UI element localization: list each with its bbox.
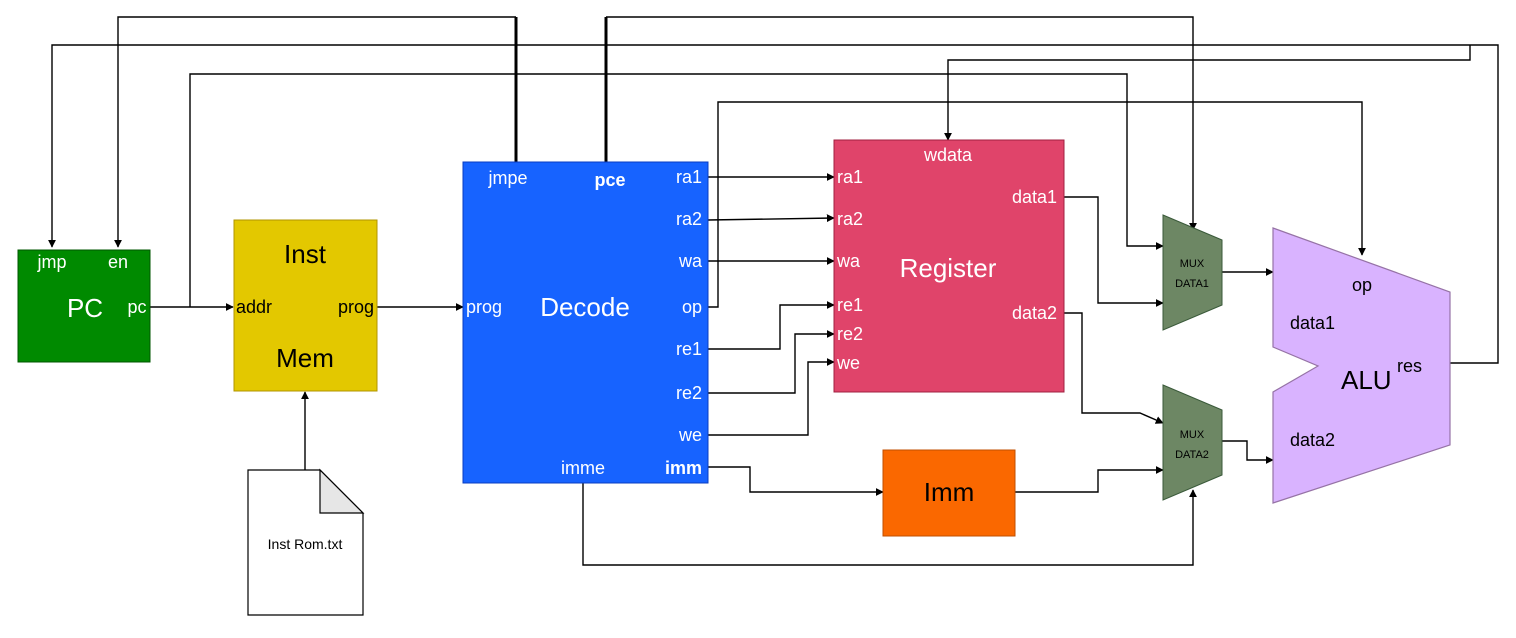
- mux-data1-shape: [1162, 214, 1223, 331]
- decode-port-jmpe: jmpe: [487, 168, 527, 188]
- decode-port-re1: re1: [676, 339, 702, 359]
- pc-port-jmp: jmp: [36, 252, 66, 272]
- pc-port-pc: pc: [127, 297, 146, 317]
- mux-data2-label2: DATA2: [1175, 449, 1209, 461]
- inst-mem-block: Inst Mem addr prog: [233, 219, 378, 392]
- rom-file-label: Inst Rom.txt: [268, 536, 343, 552]
- register-port-data1: data1: [1012, 187, 1057, 207]
- wire-jmpe-to-pc-en: [114, 16, 516, 248]
- mux-data2: MUX DATA2: [1162, 384, 1223, 501]
- wire-mux2-to-alu: [1222, 440, 1274, 464]
- pc-block: PC jmp en pc: [17, 249, 151, 363]
- wire-re1: [708, 301, 835, 350]
- pc-title: PC: [67, 293, 103, 323]
- imm-block: Imm: [882, 449, 1016, 537]
- register-rect: [833, 139, 1065, 393]
- alu-port-op: op: [1352, 275, 1372, 295]
- file-fold-shape: [319, 468, 365, 514]
- decode-port-we: we: [678, 425, 702, 445]
- imm-title: Imm: [924, 477, 975, 507]
- inst-mem-port-addr: addr: [236, 297, 272, 317]
- register-port-ra2: ra2: [837, 209, 863, 229]
- decode-port-wa: wa: [678, 251, 703, 271]
- register-port-wa: wa: [836, 251, 861, 271]
- rom-file-icon: Inst Rom.txt: [247, 468, 365, 616]
- register-block: Register wdata ra1 ra2 wa re1 re2 we dat…: [833, 139, 1065, 393]
- mux-data2-shape: [1162, 384, 1223, 501]
- alu-port-data2: data2: [1290, 430, 1335, 450]
- imm-rect: [882, 449, 1016, 537]
- decode-port-ra1: ra1: [676, 167, 702, 187]
- mux-data1-label1: MUX: [1180, 258, 1205, 270]
- alu-shape: [1272, 227, 1451, 504]
- register-port-data2: data2: [1012, 303, 1057, 323]
- mux-data1: MUX DATA1: [1162, 214, 1223, 331]
- wire-we: [708, 358, 835, 436]
- alu-block: op data1 data2 ALU res: [1272, 227, 1451, 504]
- register-port-re1: re1: [837, 295, 863, 315]
- register-port-we: we: [836, 353, 860, 373]
- pc-rect: [17, 249, 151, 363]
- wire-pc-to-mux1: [189, 73, 1164, 307]
- inst-mem-rect: [233, 219, 378, 392]
- wire-imme-to-mux2: [582, 483, 1197, 566]
- wires: [48, 16, 1499, 566]
- wire-immblock-to-mux2: [1015, 466, 1164, 493]
- wire-pce-to-mux1: [606, 16, 1197, 231]
- decode-port-re2: re2: [676, 383, 702, 403]
- decode-block: Decode jmpe pce ra1 ra2 wa op re1 re2 we…: [462, 161, 709, 484]
- inst-mem-port-prog: prog: [338, 297, 374, 317]
- inst-mem-title-bottom: Mem: [276, 343, 334, 373]
- wire-re2: [708, 330, 835, 394]
- decode-port-ra2: ra2: [676, 209, 702, 229]
- wire-ra2: [707, 214, 835, 223]
- wire-data2-to-mux2: [1064, 312, 1164, 424]
- alu-port-res: res: [1397, 356, 1422, 376]
- mux-data2-label1: MUX: [1180, 429, 1205, 441]
- wire-alu-res-to-pc-jmp: [48, 44, 1499, 364]
- wire-data1-to-mux1: [1064, 196, 1164, 307]
- register-title: Register: [900, 253, 997, 283]
- decode-port-imme: imme: [561, 458, 605, 478]
- register-port-re2: re2: [837, 324, 863, 344]
- wire-alu-to-wdata: [944, 45, 1471, 141]
- mux-data1-label2: DATA1: [1175, 278, 1209, 290]
- decode-port-prog: prog: [466, 297, 502, 317]
- alu-port-data1: data1: [1290, 313, 1335, 333]
- decode-rect: [462, 161, 709, 484]
- decode-port-imm: imm: [665, 458, 702, 478]
- inst-mem-title-top: Inst: [284, 239, 327, 269]
- decode-title: Decode: [540, 292, 630, 322]
- wire-imm-to-immblock: [708, 466, 884, 496]
- register-port-wdata: wdata: [923, 145, 973, 165]
- pc-port-en: en: [108, 252, 128, 272]
- alu-title: ALU: [1341, 365, 1392, 395]
- decode-port-pce: pce: [594, 170, 625, 190]
- register-port-ra1: ra1: [837, 167, 863, 187]
- decode-port-op: op: [682, 297, 702, 317]
- wire-op-to-alu: [708, 101, 1366, 308]
